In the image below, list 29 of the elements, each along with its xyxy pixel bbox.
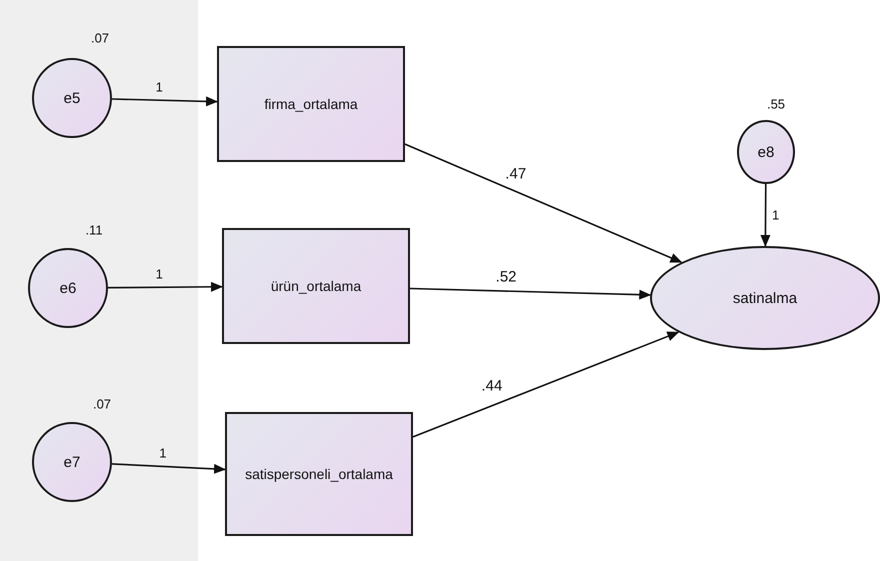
variance-label: .07	[90, 30, 110, 46]
variable-name: e5	[64, 90, 80, 106]
path-arrow	[404, 143, 682, 264]
variable-name: e7	[64, 454, 80, 470]
variable-name: satispersoneli_ortalama	[245, 466, 393, 482]
path-arrow	[112, 463, 226, 474]
observed-variable-box	[222, 228, 410, 344]
variance-label: .11	[85, 222, 103, 238]
path-coefficient: 1	[156, 266, 163, 282]
path-arrow	[108, 282, 223, 292]
path-coefficient: 1	[156, 80, 163, 95]
variance-label: .07	[92, 396, 112, 412]
variable-name: e6	[60, 280, 76, 296]
variable-name: satinalma	[732, 290, 798, 306]
variable-name: ürün_ortalama	[270, 278, 362, 294]
observed-variable-box	[217, 46, 405, 162]
path-coefficient: .47	[505, 165, 526, 182]
path-coefficient: .52	[496, 268, 516, 286]
path-coefficient: .44	[481, 378, 502, 395]
variable-name: firma_ortalama	[264, 96, 358, 112]
path-arrow	[410, 288, 652, 300]
variance-label: .55	[766, 96, 786, 112]
variable-name: e8	[758, 144, 774, 160]
path-coefficient: 1	[159, 446, 166, 461]
path-arrow	[760, 184, 770, 247]
path-arrow	[112, 96, 218, 106]
path-arrow	[412, 331, 680, 438]
observed-variable-box	[225, 412, 413, 536]
path-coefficient: 1	[772, 207, 780, 222]
